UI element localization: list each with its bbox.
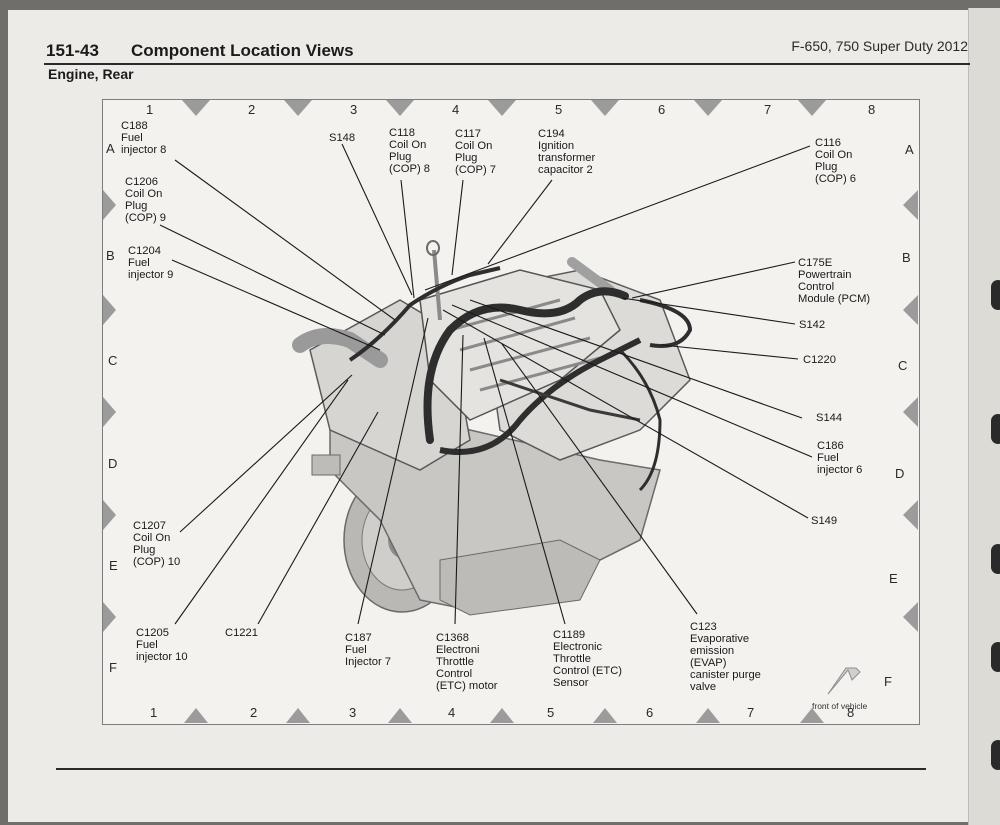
grid-marker-bottom (184, 708, 208, 723)
leader-lines (159, 143, 813, 625)
header-rule (44, 63, 970, 65)
grid-marker-bottom (593, 708, 617, 723)
grid-row-right-F: F (884, 674, 892, 689)
grid-marker-bottom (490, 708, 514, 723)
callout-c118: C118 Coil On Plug (COP) 8 (389, 127, 431, 175)
grid-marker-bottom (286, 708, 310, 723)
grid-col-top-8: 8 (868, 102, 876, 117)
grid-marker-top (591, 100, 619, 116)
callout-c123: C123 Evaporative emission (EVAP) caniste… (690, 621, 761, 693)
grid-marker-top (488, 100, 516, 116)
front-of-vehicle-label: front of vehicle (812, 701, 868, 711)
grid-marker-top (182, 100, 210, 116)
grid-marker-bottom (388, 708, 412, 723)
engine-illustration (292, 240, 693, 616)
callout-c1368: C1368 Electroni Throttle Control (ETC) m… (436, 632, 498, 692)
grid-col-top-6: 6 (658, 102, 666, 117)
callout-c1204: C1204 Fuel injector 9 (128, 245, 174, 281)
grid-marker-right (903, 602, 918, 632)
binding-hole (991, 280, 1000, 310)
grid-col-top-7: 7 (764, 102, 772, 117)
callout-s149: S149 (811, 515, 838, 527)
callout-c116: C116 Coil On Plug (COP) 6 (815, 137, 857, 185)
grid-col-bottom-7: 7 (747, 705, 755, 720)
grid-marker-top (386, 100, 414, 116)
grid-row-right-B: B (902, 250, 911, 265)
grid-marker-left (103, 602, 116, 632)
grid-row-left-D: D (108, 456, 118, 471)
grid-marker-top (284, 100, 312, 116)
callout-s148: S148 (329, 132, 356, 144)
grid-marker-right (903, 190, 918, 220)
callout-c194: C194 Ignition transformer capacitor 2 (538, 128, 596, 176)
grid-marker-right (903, 500, 918, 530)
grid-col-bottom-1: 1 (150, 705, 158, 720)
grid-row-left-B: B (106, 248, 115, 263)
grid-marker-left (103, 190, 116, 220)
grid-marker-top (798, 100, 826, 116)
callout-s144: S144 (816, 412, 843, 424)
callout-c1206: C1206 Coil On Plug (COP) 9 (125, 176, 167, 224)
grid-row-left-C: C (108, 353, 118, 368)
grid-marker-left (103, 500, 116, 530)
grid-col-top-1: 1 (146, 102, 154, 117)
grid-col-top-4: 4 (452, 102, 460, 117)
grid-col-bottom-2: 2 (250, 705, 258, 720)
section-title: Component Location Views (131, 41, 354, 60)
grid-marker-bottom (800, 708, 824, 723)
grid-marker-top (694, 100, 722, 116)
grid-markers (103, 100, 918, 723)
grid-row-left-E: E (109, 558, 118, 573)
binding-hole (991, 544, 1000, 574)
callout-c186: C186 Fuel injector 6 (817, 440, 863, 476)
grid-col-bottom-4: 4 (448, 705, 456, 720)
grid-row-left-F: F (109, 660, 117, 675)
grid-marker-right (903, 295, 918, 325)
grid-row-right-A: A (905, 142, 914, 157)
grid-marker-bottom (696, 708, 720, 723)
grid-col-bottom-5: 5 (547, 705, 555, 720)
callout-c175e: C175E Powertrain Control Module (PCM) (798, 257, 871, 305)
callout-c1207: C1207 Coil On Plug (COP) 10 (133, 520, 181, 568)
grid-col-bottom-3: 3 (349, 705, 357, 720)
view-title: Engine, Rear (48, 66, 134, 82)
grid-col-top-2: 2 (248, 102, 256, 117)
grid-col-bottom-6: 6 (646, 705, 654, 720)
page-number: 151-43 (46, 41, 99, 60)
grid-row-right-C: C (898, 358, 908, 373)
grid-marker-left (103, 295, 116, 325)
footer-rule (56, 768, 926, 770)
binding-hole (991, 740, 1000, 770)
callout-c1205: C1205 Fuel injector 10 (136, 627, 188, 663)
binding-hole (991, 414, 1000, 444)
facing-page-edge (968, 8, 1000, 825)
callout-c117: C117 Coil On Plug (COP) 7 (455, 128, 497, 176)
binding-hole (991, 642, 1000, 672)
callout-s142: S142 (799, 319, 826, 331)
grid-row-right-D: D (895, 466, 905, 481)
grid-row-left-A: A (106, 141, 115, 156)
vehicle-model: F-650, 750 Super Duty 2012 (791, 38, 968, 54)
callout-c1189: C1189 Electronic Throttle Control (ETC) … (553, 629, 622, 689)
grid-col-bottom-8: 8 (847, 705, 855, 720)
grid-col-top-5: 5 (555, 102, 563, 117)
grid-marker-left (103, 397, 116, 427)
callout-c1220: C1220 (803, 354, 836, 366)
callout-c188: C188 Fuel injector 8 (121, 120, 167, 156)
callout-c1221: C1221 (225, 627, 258, 639)
callout-c187: C187 Fuel Injector 7 (345, 632, 392, 668)
grid-marker-right (903, 397, 918, 427)
grid-row-right-E: E (889, 571, 898, 586)
front-arrow (827, 667, 861, 695)
grid-col-top-3: 3 (350, 102, 358, 117)
